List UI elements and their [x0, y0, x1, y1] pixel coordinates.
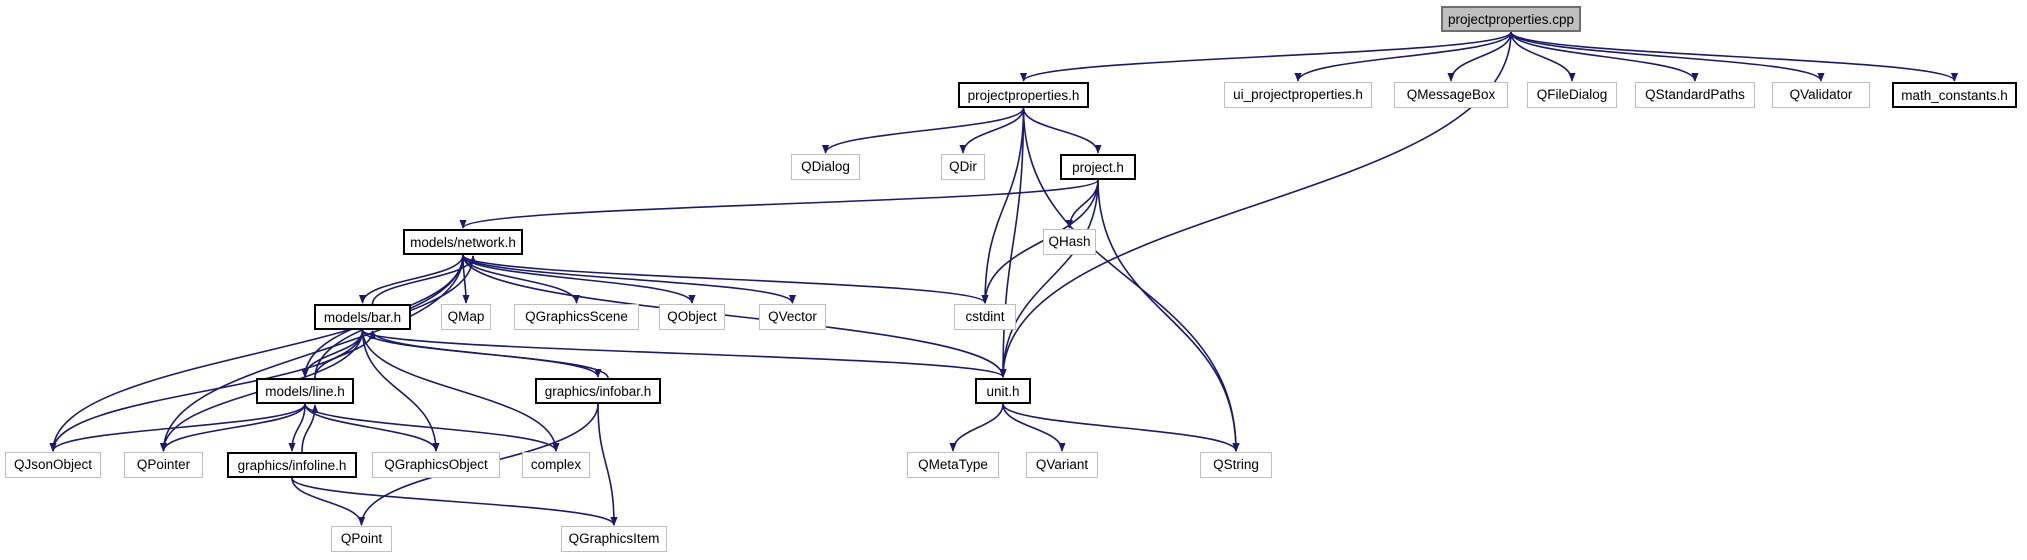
node-graphics-infobar-h[interactable]: graphics/infobar.h	[535, 378, 661, 404]
edge-projectproperties-h-to-QDialog	[821, 107, 1025, 154]
node-models-line-h[interactable]: models/line.h	[256, 378, 354, 404]
node-qjsonobject[interactable]: QJsonObject	[5, 452, 101, 478]
edge-models-line-h-to-QJsonObject	[49, 403, 306, 452]
edge-project-h-to-cstdint	[981, 179, 1099, 304]
node-models-network-h[interactable]: models/network.h	[403, 229, 523, 255]
edge-project-h-to-QString	[1097, 179, 1240, 452]
node-qstring[interactable]: QString	[1200, 452, 1272, 478]
edge-models-network-h-to-QVector	[462, 254, 796, 304]
node-qvalidator[interactable]: QValidator	[1772, 82, 1870, 108]
node-qstandardpaths[interactable]: QStandardPaths	[1635, 82, 1755, 108]
node-qmetatype[interactable]: QMetaType	[907, 452, 999, 478]
edge-models-bar-h-to-complex	[361, 329, 560, 452]
node-qmap[interactable]: QMap	[441, 304, 491, 330]
edge-projectproperties-h-to-cstdint	[981, 107, 1025, 304]
node-qgraphicsscene[interactable]: QGraphicsScene	[514, 304, 639, 330]
edge-projectproperties-cpp-to-QValidator	[1510, 31, 1825, 82]
node-qvector[interactable]: QVector	[759, 304, 826, 330]
edge-graphics-infoline-h-to-models-line-h	[301, 404, 319, 453]
edge-models-bar-h-to-unit-h	[361, 329, 1007, 378]
edge-projectproperties-cpp-to-math-constants-h	[1510, 31, 1958, 82]
node-cstdint[interactable]: cstdint	[954, 304, 1016, 330]
edge-models-bar-h-to-QJsonObject	[49, 329, 364, 452]
edge-project-h-to-unit-h	[999, 179, 1099, 378]
node-graphics-infoline-h[interactable]: graphics/infoline.h	[227, 452, 357, 478]
node-qdialog[interactable]: QDialog	[791, 154, 860, 180]
node-qhash[interactable]: QHash	[1043, 229, 1096, 255]
edge-graphics-infoline-h-to-QPoint	[291, 477, 366, 526]
edge-models-network-h-to-QJsonObject	[49, 254, 464, 452]
node-ui-projectproperties-h[interactable]: ui_projectproperties.h	[1224, 82, 1372, 108]
edge-unit-h-to-QMetaType	[949, 403, 1004, 452]
node-math-constants-h[interactable]: math_constants.h	[1892, 82, 2017, 108]
edge-models-network-h-to-cstdint	[462, 254, 989, 304]
node-models-bar-h[interactable]: models/bar.h	[314, 304, 411, 330]
node-projectproperties-h[interactable]: projectproperties.h	[958, 82, 1089, 108]
edge-projectproperties-h-to-unit-h	[999, 107, 1025, 378]
edge-projectproperties-h-to-project-h	[1022, 107, 1102, 154]
edge-models-bar-h-to-models-network-h	[371, 255, 477, 305]
edge-models-bar-h-to-QGraphicsObject	[361, 329, 440, 452]
edge-models-network-h-to-models-bar-h	[358, 254, 464, 304]
edge-projectproperties-cpp-to-QStandardPaths	[1510, 31, 1699, 82]
edge-projectproperties-cpp-to-projectproperties-h	[1020, 31, 1512, 82]
node-qgraphicsitem[interactable]: QGraphicsItem	[561, 526, 667, 552]
node-qdir[interactable]: QDir	[941, 154, 985, 180]
edge-models-network-h-to-unit-h	[462, 254, 1007, 378]
edge-unit-h-to-QString	[1002, 403, 1240, 452]
edge-graphics-infobar-h-to-models-bar-h	[368, 330, 609, 379]
node-qpointer[interactable]: QPointer	[124, 452, 203, 478]
node-qmessagebox[interactable]: QMessageBox	[1394, 82, 1508, 108]
node-qfiledialog[interactable]: QFileDialog	[1527, 82, 1617, 108]
edge-graphics-infoline-h-to-QGraphicsItem	[291, 477, 618, 526]
edge-unit-h-to-QVariant	[1002, 403, 1066, 452]
edge-projectproperties-cpp-to-QMessageBox	[1447, 31, 1512, 82]
edge-models-network-h-to-QPointer	[159, 254, 464, 452]
edge-projectproperties-cpp-to-ui-projectproperties-h	[1294, 31, 1512, 82]
node-unit-h[interactable]: unit.h	[975, 378, 1031, 404]
node-qobject[interactable]: QObject	[659, 304, 725, 330]
node-qgraphicsobject[interactable]: QGraphicsObject	[372, 452, 500, 478]
edge-project-h-to-models-network-h	[459, 179, 1099, 229]
node-qvariant[interactable]: QVariant	[1026, 452, 1098, 478]
edge-projectproperties-h-to-QDir	[959, 107, 1025, 154]
edge-projectproperties-cpp-to-QFileDialog	[1510, 31, 1576, 82]
node-qpoint[interactable]: QPoint	[331, 526, 392, 552]
node-projectproperties-cpp[interactable]: projectproperties.cpp	[1441, 6, 1581, 32]
node-project-h[interactable]: project.h	[1060, 154, 1136, 180]
edge-models-line-h-to-QGraphicsObject	[304, 403, 440, 452]
node-complex[interactable]: complex	[522, 452, 590, 478]
edge-graphics-infobar-h-to-QGraphicsItem	[597, 403, 618, 526]
edge-models-line-h-to-QPointer	[159, 403, 306, 452]
edge-models-line-h-to-graphics-infoline-h	[288, 403, 306, 452]
